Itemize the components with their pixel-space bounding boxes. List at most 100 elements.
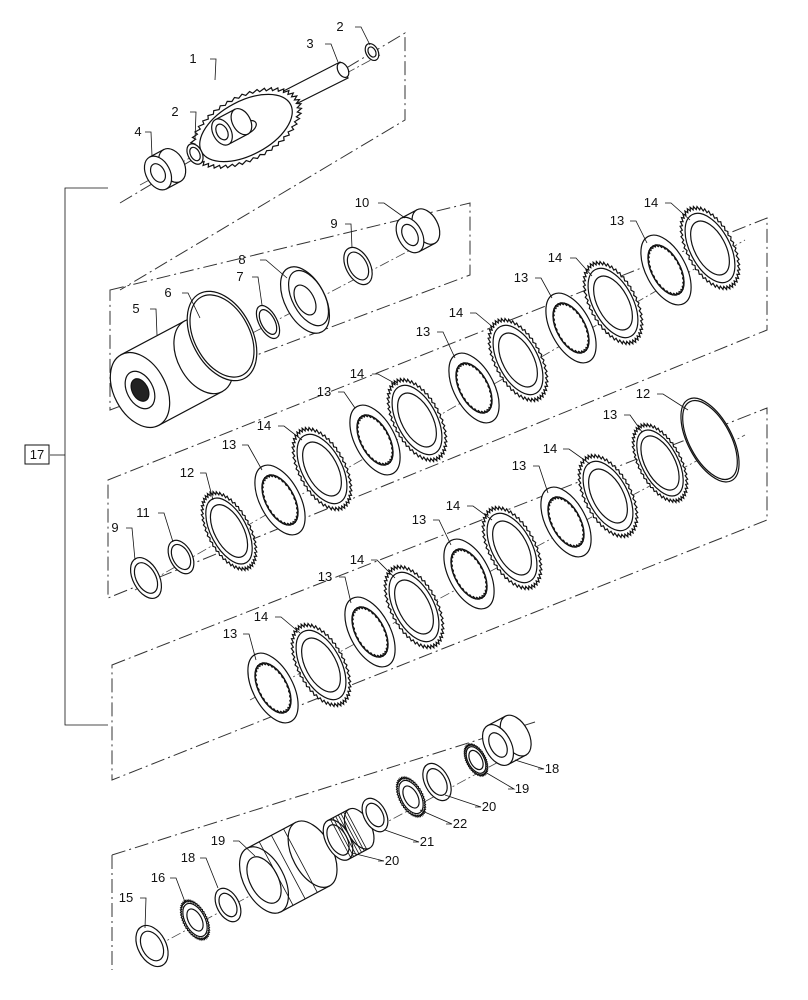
bearing-24 <box>481 714 532 766</box>
bearing-race-19b <box>395 775 427 819</box>
leader-line-27 <box>371 559 396 579</box>
leader-line-10 <box>378 202 406 219</box>
snap-ring-2a <box>364 42 380 62</box>
callout-13: 13 <box>416 324 430 339</box>
leader-lines <box>126 26 691 929</box>
callout-8: 8 <box>238 252 245 267</box>
steel-14b <box>386 377 448 463</box>
group-callout-box <box>24 444 50 465</box>
leader-line-13 <box>200 472 214 501</box>
callout-10: 10 <box>355 195 369 210</box>
leader-line-36 <box>200 857 219 889</box>
plate-12a <box>200 490 258 572</box>
leader-line-5 <box>150 308 158 336</box>
leader-line-11 <box>126 527 136 561</box>
gear-hub <box>211 108 253 146</box>
steel-14e <box>679 205 741 291</box>
leader-line-19 <box>470 312 495 329</box>
friction-13b <box>349 404 401 476</box>
leader-line-23 <box>665 202 691 221</box>
leader-line-21 <box>570 257 593 277</box>
callout-18: 18 <box>181 850 195 865</box>
leader-line-25 <box>275 616 301 634</box>
steel-14g <box>383 564 445 650</box>
spring-10 <box>395 208 441 254</box>
washer-20a <box>214 887 242 923</box>
leader-line-16 <box>338 391 356 409</box>
leader-line-9 <box>345 223 353 249</box>
leader-line-4 <box>145 131 153 157</box>
callout-5: 5 <box>132 301 139 316</box>
callout-3: 3 <box>306 36 313 51</box>
backing-plate-15 <box>631 422 689 504</box>
callout-21: 21 <box>420 834 434 849</box>
leader-line-18 <box>437 331 456 359</box>
leader-line-42 <box>484 771 516 790</box>
washer-20b <box>361 797 389 833</box>
callout-20: 20 <box>482 799 496 814</box>
callout-2: 2 <box>171 104 178 119</box>
ring-11 <box>167 539 195 575</box>
leader-line-12 <box>158 512 174 543</box>
steel-14f <box>290 622 352 708</box>
callout-14: 14 <box>548 250 562 265</box>
callout-15: 15 <box>119 890 133 905</box>
leader-line-2 <box>355 26 371 46</box>
callout-19: 19 <box>515 781 529 796</box>
callout-13: 13 <box>512 458 526 473</box>
callout-20: 20 <box>385 853 399 868</box>
callout-13: 13 <box>223 626 237 641</box>
leader-line-39 <box>384 829 420 843</box>
callout-22: 22 <box>453 816 467 831</box>
callout-13: 13 <box>610 213 624 228</box>
callout-13: 13 <box>317 384 331 399</box>
callout-13: 13 <box>318 569 332 584</box>
leader-line-14 <box>242 444 263 471</box>
leader-line-38 <box>351 852 385 862</box>
bearing-race-19a <box>179 898 211 942</box>
steel-14a <box>291 426 353 512</box>
callout-9: 9 <box>330 216 337 231</box>
callout-19: 19 <box>211 833 225 848</box>
leader-line-33 <box>657 393 689 411</box>
plate-12b <box>577 453 639 539</box>
callout-18: 18 <box>545 761 559 776</box>
ring-9b <box>129 557 163 599</box>
steel-14h <box>481 505 543 591</box>
leader-line-30 <box>533 465 549 494</box>
leader-line-15 <box>278 425 303 441</box>
washer-18b <box>422 762 452 802</box>
leader-line-17 <box>372 373 399 386</box>
leader-line-31 <box>563 448 591 465</box>
leader-line-6 <box>182 292 201 319</box>
leader-line-32 <box>624 414 643 433</box>
leader-line-41 <box>444 794 482 808</box>
leader-line-43 <box>514 759 545 770</box>
callout-14: 14 <box>644 195 658 210</box>
leader-line-29 <box>467 505 493 521</box>
callout-14: 14 <box>257 418 271 433</box>
leader-line-0 <box>210 58 217 81</box>
leader-line-40 <box>419 809 453 825</box>
friction-13e <box>640 234 692 306</box>
friction-13i <box>540 486 592 558</box>
callout-13: 13 <box>222 437 236 452</box>
leader-line-37 <box>233 840 256 857</box>
seal-7 <box>255 304 281 340</box>
callout-6: 6 <box>164 285 171 300</box>
friction-13g <box>344 596 396 668</box>
callout-12: 12 <box>180 465 194 480</box>
callout-14: 14 <box>254 609 268 624</box>
parts <box>109 42 741 968</box>
callout-16: 16 <box>151 870 165 885</box>
steel-14c <box>487 317 549 403</box>
leader-line-24 <box>243 633 257 661</box>
leader-line-26 <box>339 576 352 604</box>
callout-12: 12 <box>636 386 650 401</box>
leader-line-1 <box>190 111 197 141</box>
leader-line-28 <box>433 519 452 546</box>
group-callout: 17 <box>24 444 50 465</box>
lock-washer-23 <box>463 742 489 778</box>
piston-8 <box>279 266 331 334</box>
